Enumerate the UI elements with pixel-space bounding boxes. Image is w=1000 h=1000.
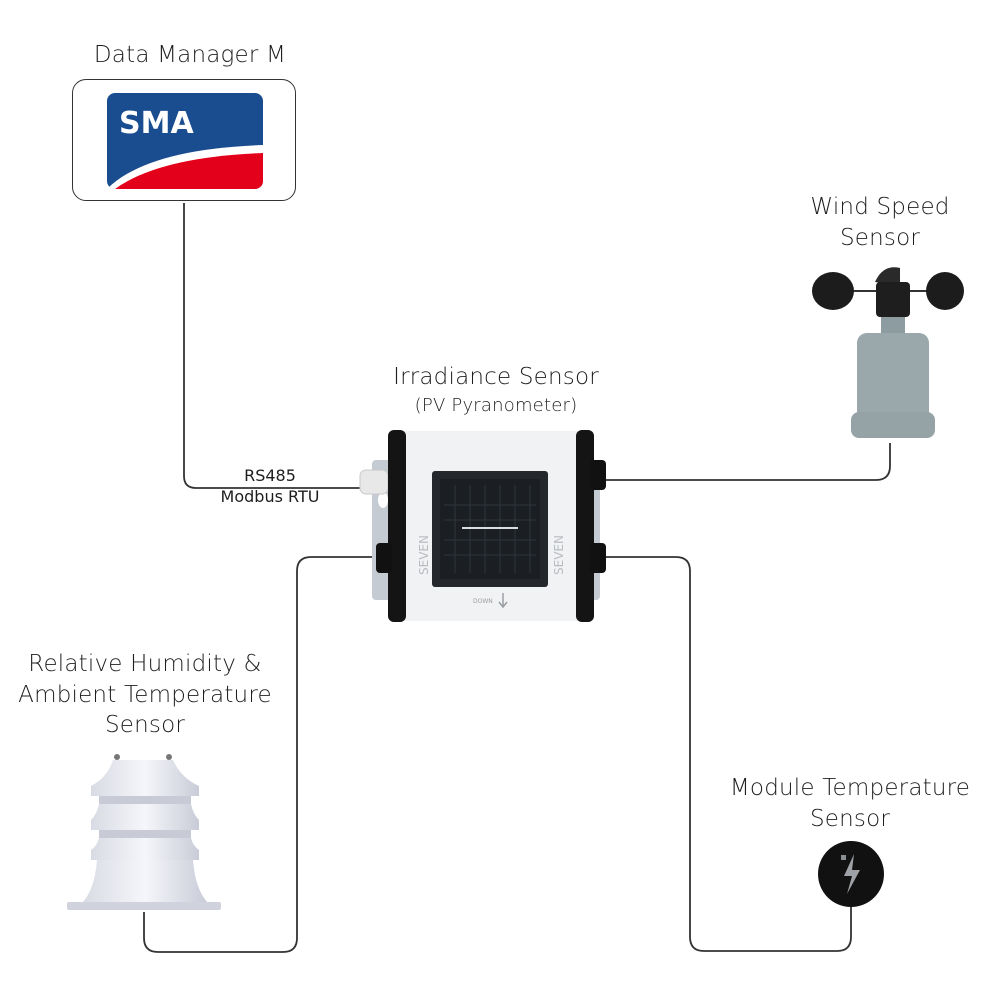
irradiance-sensor-subtitle: (PV Pyranometer) (414, 395, 578, 416)
right-endcap (576, 430, 594, 622)
humidity-sensor-title-line3: Sensor (104, 712, 186, 738)
wire-datamanager-to-irradiance (183, 203, 362, 489)
brand-mark-right: SEVEN (552, 535, 566, 575)
data-manager-box: SMA (72, 79, 296, 201)
cup-right (926, 272, 964, 310)
lightning-bolt-icon (844, 854, 860, 894)
data-manager-title: Data Manager M (93, 42, 287, 68)
radiation-shield-image (67, 754, 221, 910)
connector-right-bottom (590, 543, 606, 573)
humidity-sensor-title-line2: Ambient Temperature (18, 682, 272, 708)
sma-logo-text: SMA (119, 106, 194, 141)
cable-gland (359, 469, 389, 495)
wire-irradiance-to-humidity (143, 556, 376, 953)
anemometer-body (857, 333, 929, 423)
shield-base (67, 902, 221, 910)
wire-irradiance-to-wind (606, 443, 891, 481)
down-arrow-icon (498, 593, 508, 609)
wire-irradiance-to-moduletemp (606, 556, 852, 952)
connector-right-top (590, 460, 606, 490)
sma-logo: SMA (107, 93, 263, 189)
module-temp-sensor-image (818, 841, 884, 907)
brand-mark-left: SEVEN (417, 535, 431, 575)
cup-left (812, 272, 854, 310)
down-marking: DOWN (473, 598, 493, 605)
wind-sensor-title-line2: Sensor (839, 225, 921, 251)
wind-sensor-title-line1: Wind Speed (810, 194, 950, 220)
module-temp-title-line2: Sensor (809, 806, 891, 832)
connector-left (376, 543, 392, 573)
humidity-sensor-title-line1: Relative Humidity & (28, 651, 262, 677)
connection-label-modbus: Modbus RTU (220, 487, 320, 506)
module-temp-title-line1: Module Temperature (729, 775, 971, 801)
connection-label-rs485: RS485 (244, 466, 296, 485)
irradiance-sensor-title: Irradiance Sensor (393, 364, 599, 390)
irradiance-sensor-device: SEVEN SEVEN DOWN (359, 430, 606, 622)
anemometer-image (812, 267, 964, 438)
left-endcap (388, 430, 406, 622)
